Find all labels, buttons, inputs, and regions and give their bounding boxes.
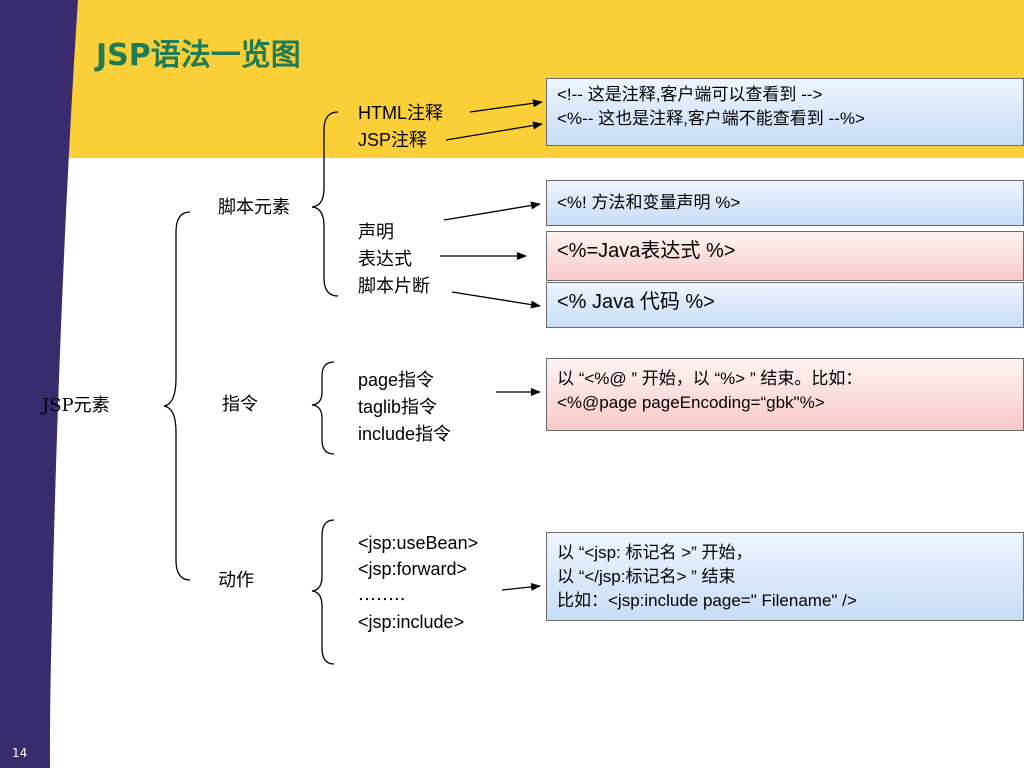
scriptlet-box-text: <% Java 代码 %> xyxy=(557,291,715,313)
expression-box-text: <%=Java表达式 %> xyxy=(557,240,736,262)
item-declaration: 声明 xyxy=(358,222,394,243)
directive-box-line: <%@page pageEncoding=“gbk"%> xyxy=(557,393,825,412)
comments-box-line: <%-- 这也是注释,客户端不能查看到 --%> xyxy=(557,109,865,128)
item-usebean-action: <jsp:useBean> xyxy=(358,533,479,553)
item-page-directive: page指令 xyxy=(358,370,435,390)
item-forward-action: <jsp:forward> xyxy=(358,559,468,579)
directive-box-line: 以 “<%@ ” 开始，以 “%> ” 结束。比如： xyxy=(557,369,863,388)
page-number: 14 xyxy=(12,746,28,760)
declaration-box: <%! 方法和变量声明 %> xyxy=(546,180,1024,226)
comments-box: <!-- 这是注释,客户端可以查看到 --> <%-- 这也是注释,客户端不能查… xyxy=(546,78,1024,146)
action-box-line: 以 “<jsp: 标记名 >” 开始， xyxy=(557,543,753,562)
group-directive-label: 指令 xyxy=(222,394,258,415)
item-scriptlet: 脚本片断 xyxy=(358,276,430,297)
expression-box: <%=Java表达式 %> xyxy=(546,231,1024,281)
group-action-label: 动作 xyxy=(218,570,254,591)
item-expression: 表达式 xyxy=(358,249,412,270)
scriptlet-box: <% Java 代码 %> xyxy=(546,282,1024,328)
action-box-line: 以 “</jsp:标记名> ” 结束 xyxy=(557,567,736,586)
group-script-label: 脚本元素 xyxy=(218,197,290,218)
comments-box-line: <!-- 这是注释,客户端可以查看到 --> xyxy=(557,85,823,104)
item-taglib-directive: taglib指令 xyxy=(358,397,438,417)
item-ellipsis: …….. xyxy=(358,584,406,605)
page-title: JSP语法一览图 xyxy=(96,38,301,73)
root-label: JSP元素 xyxy=(42,395,110,416)
item-include-directive: include指令 xyxy=(358,424,452,444)
item-jsp-comment: JSP注释 xyxy=(358,130,428,150)
action-box-line: 比如：<jsp:include page=" Filename" /> xyxy=(557,591,857,610)
item-html-comment: HTML注释 xyxy=(358,103,443,123)
action-box: 以 “<jsp: 标记名 >” 开始， 以 “</jsp:标记名> ” 结束 比… xyxy=(546,532,1024,621)
declaration-box-text: <%! 方法和变量声明 %> xyxy=(557,193,741,212)
directive-box: 以 “<%@ ” 开始，以 “%> ” 结束。比如： <%@page pageE… xyxy=(546,358,1024,431)
item-include-action: <jsp:include> xyxy=(358,612,465,632)
